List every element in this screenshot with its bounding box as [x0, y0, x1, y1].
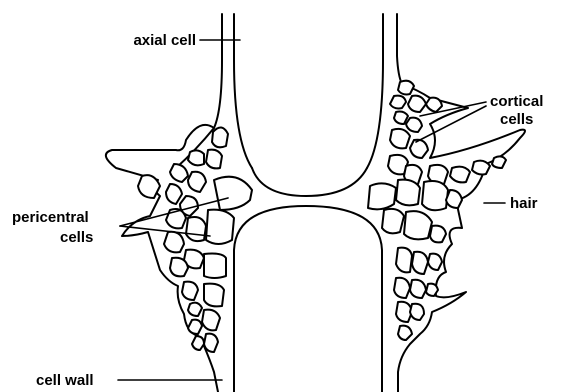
- cell: [212, 127, 228, 147]
- cell: [398, 326, 412, 340]
- left-stalk-inner: [234, 14, 252, 168]
- labels: axial cell cortical cells hair pericentr…: [12, 32, 543, 389]
- cell: [368, 183, 396, 209]
- cell: [396, 180, 420, 206]
- cell: [446, 190, 462, 208]
- cell: [170, 258, 188, 277]
- bridge-top: [252, 168, 367, 196]
- cell: [390, 96, 406, 109]
- label-cortical-cells-line1: cortical: [490, 93, 543, 110]
- cell: [164, 232, 184, 253]
- cell: [394, 278, 410, 298]
- cell: [188, 150, 204, 165]
- cell: [170, 164, 188, 182]
- cell: [404, 211, 432, 239]
- cell: [204, 334, 218, 352]
- label-pericentral-cells-line1: pericentral: [12, 209, 89, 226]
- cell: [410, 304, 424, 320]
- label-cortical-cells-line2: cells: [500, 111, 533, 128]
- cell: [188, 303, 202, 316]
- label-axial-cell: axial cell: [133, 32, 196, 49]
- cell: [204, 284, 224, 307]
- cell: [394, 112, 408, 125]
- label-hair: hair: [510, 195, 538, 212]
- cell: [188, 172, 206, 192]
- cell: [138, 175, 160, 198]
- cell: [204, 254, 226, 279]
- cell: [408, 96, 426, 112]
- label-cell-wall: cell wall: [36, 372, 94, 389]
- cell: [188, 320, 202, 334]
- cell: [202, 310, 220, 331]
- cell: [206, 150, 222, 169]
- lumen: [234, 206, 382, 392]
- cell: [410, 280, 426, 298]
- cell: [406, 118, 422, 132]
- cell: [410, 140, 428, 158]
- cell: [472, 161, 490, 175]
- cell: [428, 254, 442, 270]
- cell: [166, 184, 182, 204]
- right-stalk-inner: [367, 14, 383, 168]
- cell: [396, 248, 412, 273]
- cell: [430, 226, 446, 243]
- cell: [492, 156, 506, 168]
- cell: [422, 181, 448, 210]
- cell: [450, 167, 470, 183]
- cell: [382, 209, 404, 233]
- cell: [192, 336, 204, 350]
- cell: [412, 252, 428, 274]
- cortical-cells: [138, 81, 506, 352]
- cell: [398, 81, 414, 95]
- right-stalk-outline: [397, 14, 402, 84]
- cell: [214, 177, 252, 210]
- cell: [426, 98, 442, 112]
- filament-body: [106, 14, 525, 392]
- label-pericentral-cells-line2: cells: [60, 229, 93, 246]
- cell: [390, 129, 410, 148]
- cell: [426, 284, 438, 296]
- cortical-leader-2: [416, 106, 486, 142]
- cell: [206, 210, 234, 244]
- cell: [182, 282, 198, 300]
- cell: [186, 217, 206, 241]
